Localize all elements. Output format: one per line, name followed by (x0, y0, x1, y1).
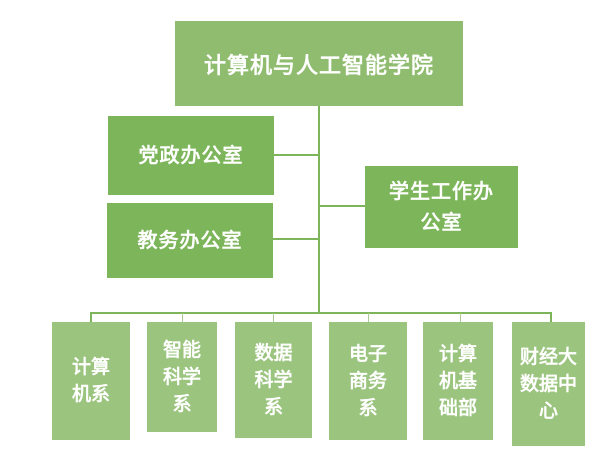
department-bus-line (90, 312, 552, 314)
department-node: 计算机基础部 (423, 322, 493, 440)
department-label: 数据科学系 (254, 341, 293, 418)
trunk-line (318, 106, 320, 313)
office-label: 教务办公室 (137, 228, 243, 252)
department-label: 计算机基础部 (438, 342, 477, 419)
connector-academic-office (273, 238, 319, 240)
department-node: 计算机系 (52, 322, 130, 440)
student-office-node: 学生工作办公室 (365, 166, 518, 248)
connector-dept-2 (182, 313, 183, 322)
root-node: 计算机与人工智能学院 (175, 21, 463, 106)
connector-dept-4 (368, 313, 369, 322)
department-label: 智能科学系 (162, 338, 201, 415)
connector-student-office (319, 205, 365, 207)
party-office-node: 党政办公室 (108, 116, 274, 195)
office-label: 学生工作办公室 (389, 179, 494, 234)
connector-party-office (274, 154, 319, 156)
department-node: 财经大数据中心 (512, 322, 585, 446)
office-label: 党政办公室 (138, 143, 244, 167)
department-node: 电子商务系 (329, 322, 407, 440)
academic-office-node: 教务办公室 (107, 203, 273, 278)
department-node: 数据科学系 (235, 322, 312, 438)
root-label: 计算机与人工智能学院 (203, 53, 434, 79)
department-label: 计算机系 (71, 356, 110, 405)
department-node: 智能科学系 (147, 322, 217, 432)
connector-dept-3 (273, 313, 274, 322)
department-label: 财经大数据中心 (520, 345, 578, 422)
connector-dept-1 (90, 312, 92, 322)
connector-dept-5 (460, 313, 461, 322)
department-label: 电子商务系 (348, 342, 387, 419)
connector-dept-6 (550, 312, 552, 322)
